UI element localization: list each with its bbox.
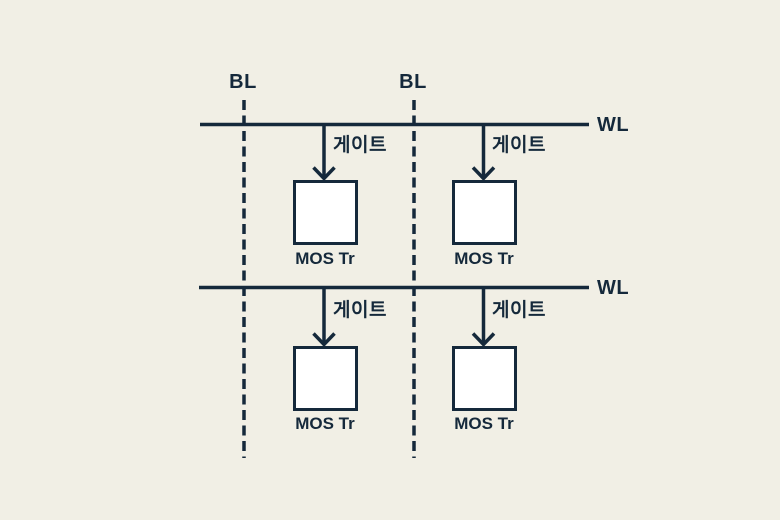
mos-tr-label-bottom-right: MOS Tr <box>454 414 514 433</box>
mos-transistor-cell-top-right <box>452 180 517 245</box>
gate-label-top-right: 게이트 <box>492 135 546 156</box>
mos-transistor-cell-bottom-left <box>293 346 358 411</box>
bit-line-2-label: BL <box>399 71 427 93</box>
arrowhead-icon <box>471 332 496 348</box>
mos-tr-label-top-left: MOS Tr <box>295 249 355 268</box>
arrowhead-icon <box>312 332 336 348</box>
arrowhead-icon <box>471 166 496 182</box>
mos-transistor-cell-top-left <box>293 180 358 245</box>
arrowhead-icon <box>312 166 336 182</box>
word-line-1-label: WL <box>597 114 630 136</box>
mos-transistor-cell-bottom-right <box>452 346 517 411</box>
mos-tr-label-top-right: MOS Tr <box>454 249 514 268</box>
word-line-2-label: WL <box>597 277 630 299</box>
bit-line-1-label: BL <box>229 71 257 93</box>
gate-label-top-left: 게이트 <box>333 135 387 156</box>
gate-label-bottom-right: 게이트 <box>492 300 546 321</box>
gate-label-bottom-left: 게이트 <box>333 300 387 321</box>
mos-tr-label-bottom-left: MOS Tr <box>295 414 355 433</box>
